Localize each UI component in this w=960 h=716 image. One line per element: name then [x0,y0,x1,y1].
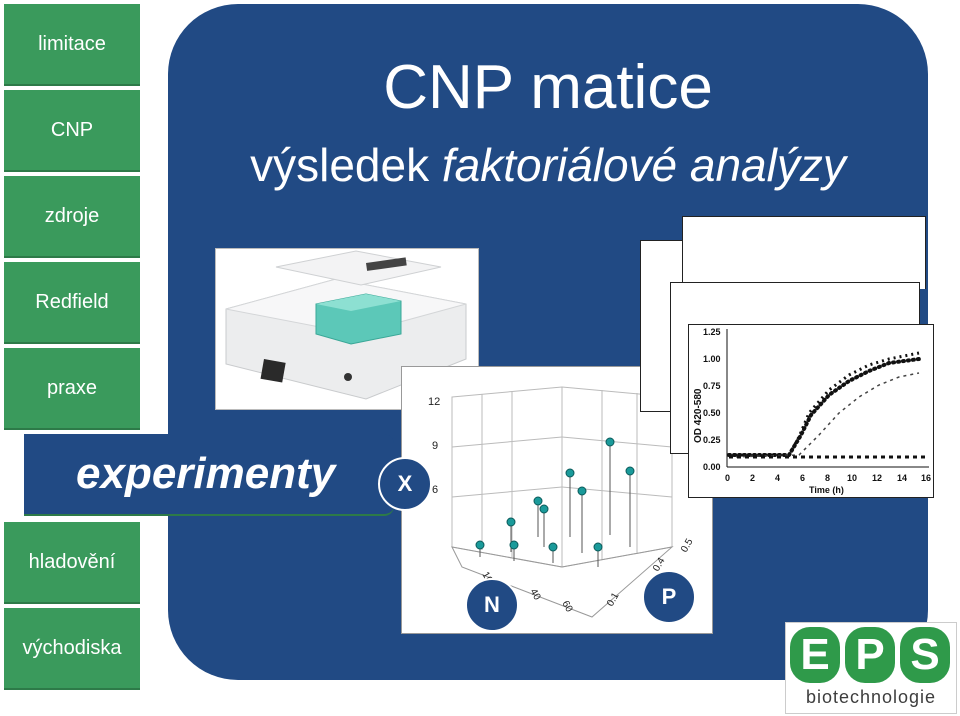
x-tick-label: 0.5 [679,537,696,555]
eps-logo: E P S biotechnologie [785,622,957,714]
z-tick-label: 12 [428,396,440,408]
growth-y-tick: 0.25 [703,435,721,445]
growth-series-diamonds [728,372,920,458]
nav-item-label: hladovění [28,550,116,573]
growth-x-tick: 10 [847,473,857,483]
logo-letter: P [845,627,895,683]
scatter-point [548,542,558,552]
growth-series-triangles [729,351,920,457]
growth-x-tick: 16 [921,473,931,483]
growth-x-tick: 4 [775,473,780,483]
growth-x-tick: 6 [800,473,805,483]
logo-letter: S [900,627,950,683]
nav-item-vychodiska[interactable]: východiska [4,608,140,690]
factor-label: P [661,584,677,609]
scatter-point [577,486,587,496]
z-tick-label: 9 [432,440,438,452]
nav-item-zdroje[interactable]: zdroje [4,176,140,258]
logo-text: biotechnologie [805,687,937,707]
scatter-point [533,496,543,506]
nav-item-redfield[interactable]: Redfield [4,262,140,344]
slide-subtitle: výsledek faktoriálové analýzy [168,138,928,192]
scatter-3d-svg: 12 9 6 10 [428,386,696,618]
growth-x-tick: 0 [725,473,730,483]
factor-n-badge: N [465,578,519,632]
scatter-point [539,504,549,514]
scatter-grid [451,386,674,618]
nav-item-hladoveni[interactable]: hladovění [4,522,140,604]
growth-y-tick: 0.50 [703,408,721,418]
subtitle-italic: faktoriálové analýzy [441,139,846,191]
growth-curve-svg: OD 420-580 1.25 1.00 0.75 0.50 0.25 0.00… [693,327,931,495]
growth-graph-back-2 [682,216,926,289]
scatter-point [506,517,516,527]
scatter-point [475,540,485,550]
nav-item-cnp[interactable]: CNP [4,90,140,172]
scatter-point [565,468,575,478]
scatter-point [625,466,635,476]
growth-x-tick: 8 [825,473,830,483]
growth-x-tick: 2 [750,473,755,483]
nav-item-label: CNP [50,118,94,141]
nav-item-label: limitace [38,32,106,55]
z-tick-label: 6 [432,484,438,496]
growth-x-tick: 12 [872,473,882,483]
factor-p-badge: P [642,570,696,624]
growth-y-tick: 0.00 [703,462,721,472]
nav-item-experimenty-active[interactable]: experimenty [24,434,394,516]
growth-y-tick: 1.25 [703,327,721,337]
logo-letters: E P S [790,627,950,683]
nav-item-label: experimenty [76,449,336,498]
growth-graph-front: OD 420-580 1.25 1.00 0.75 0.50 0.25 0.00… [688,324,934,498]
growth-x-axis-label: Time (h) [809,485,844,495]
nav-item-praxe[interactable]: praxe [4,348,140,430]
y-tick-label: 40 [527,587,542,603]
growth-y-axis-label: OD 420-580 [693,388,704,443]
factor-x-badge: X [378,457,432,511]
scatter-point [593,542,603,552]
nav-item-label: Redfield [35,290,109,313]
scatter-point [605,437,615,447]
growth-y-tick: 1.00 [703,354,721,364]
nav-item-limitace[interactable]: limitace [4,4,140,86]
factor-label: N [484,592,500,617]
subtitle-plain: výsledek [250,139,430,191]
growth-series-dots [727,357,921,457]
growth-x-tick: 14 [897,473,907,483]
slide-title: CNP matice [383,53,713,122]
logo-letter: E [790,627,840,683]
y-tick-label: 60 [559,599,574,615]
scatter-point [509,540,519,550]
nav-item-label: východiska [22,636,122,659]
nav-item-label: zdroje [44,204,100,227]
growth-y-tick: 0.75 [703,381,721,391]
nav-item-label: praxe [46,376,98,399]
factor-label: X [397,471,413,496]
